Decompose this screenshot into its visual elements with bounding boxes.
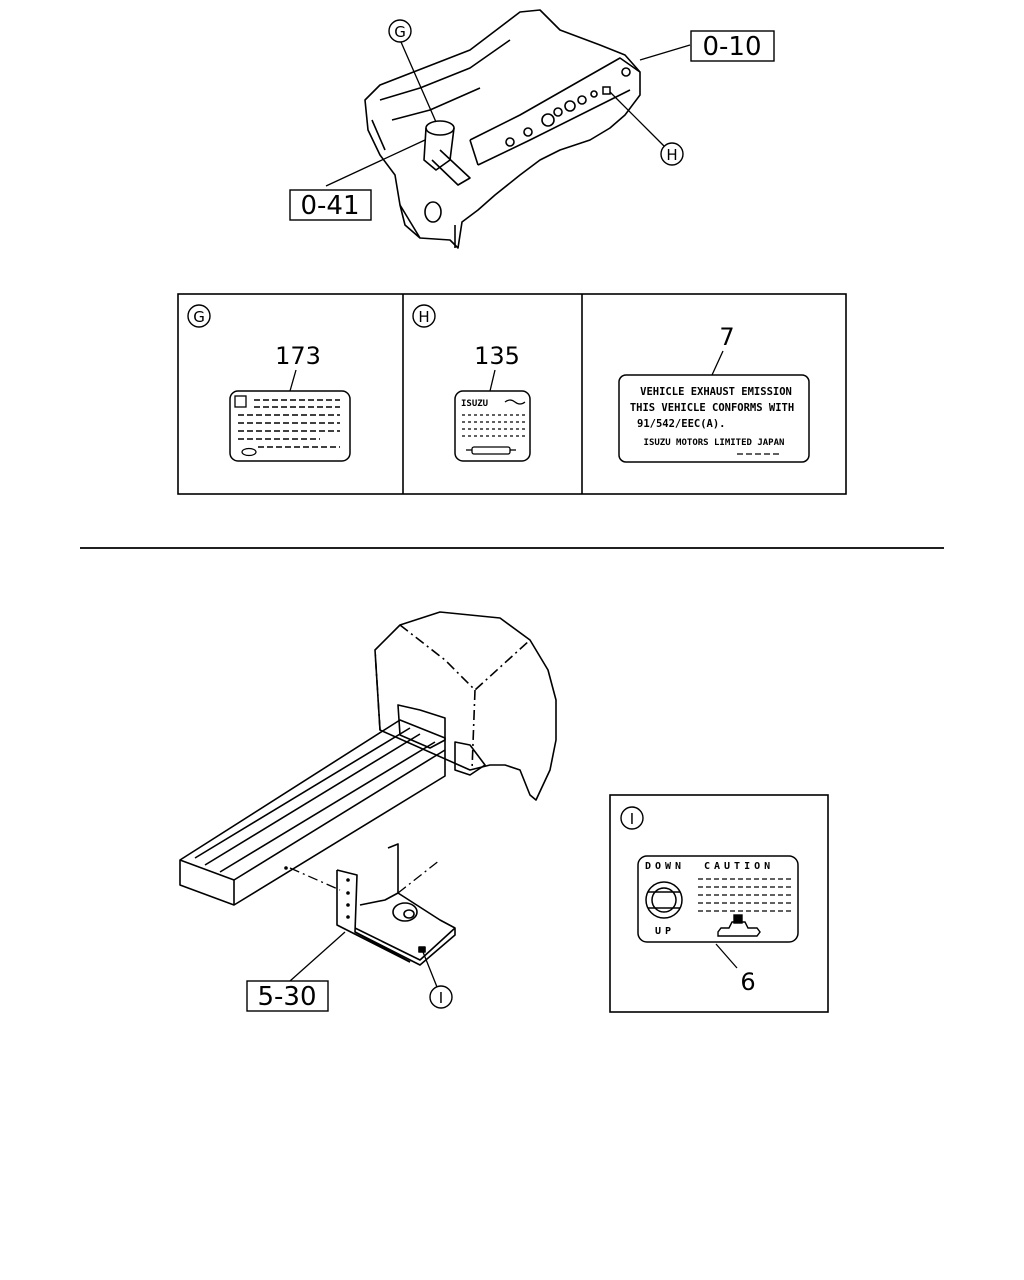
emission-line-1: VEHICLE EXHAUST EMISSION [640, 386, 792, 398]
top-leader-lines [325, 41, 691, 187]
cab-frame-illustration [179, 611, 557, 966]
caution-title-text: CAUTION [704, 861, 774, 872]
callout-h-top-label: H [666, 146, 677, 164]
caution-up-text: UP [655, 926, 675, 937]
engine-illustration [364, 9, 641, 249]
label-location-h-marker [602, 86, 611, 95]
label-table [177, 293, 847, 495]
callout-g-top: G [388, 19, 412, 43]
caution-label-plate [637, 855, 799, 943]
callout-i-bottom: I [429, 985, 453, 1009]
panel-emission: 7 VEHICLE EXHAUST EMISSION THIS VEHICLE … [618, 323, 810, 463]
emission-label-plate [618, 374, 810, 463]
ref-box-0-10-label: 0-10 [702, 32, 761, 62]
emission-line-2: THIS VEHICLE CONFORMS WITH [630, 402, 794, 414]
bracket-bolt-holes [284, 866, 350, 919]
bottom-dash-lines [289, 859, 441, 894]
ref-box-0-10[interactable]: 0-10 [690, 30, 775, 62]
panel-h-part-number: 135 [474, 342, 520, 370]
panel-emission-part-number: 7 [719, 323, 734, 351]
panel-h-marker: H [418, 308, 429, 326]
panel-g: G 173 [187, 304, 351, 462]
panel-i: I DOWN CAUTION UP 6 [609, 794, 829, 1013]
rotate-arrow-icon [645, 881, 683, 919]
panel-g-part-number: 173 [275, 342, 321, 370]
ref-box-0-41-label: 0-41 [300, 191, 359, 221]
ref-box-5-30[interactable]: 5-30 [246, 980, 329, 1012]
emission-line-4: ISUZU MOTORS LIMITED JAPAN [644, 438, 785, 448]
label-173-plate [229, 390, 351, 462]
emission-line-3: 91/542/EEC(A). [637, 418, 726, 430]
ref-box-0-41[interactable]: 0-41 [289, 189, 372, 221]
ref-box-5-30-label: 5-30 [257, 982, 316, 1012]
panel-i-part-number: 6 [740, 968, 755, 996]
panel-i-marker: I [630, 810, 634, 828]
panel-g-marker: G [193, 308, 205, 326]
label-135-plate [454, 390, 531, 462]
caution-down-text: DOWN [645, 861, 685, 872]
label-135-text-lines [462, 414, 525, 437]
panel-h: H 135 ISUZU [412, 304, 531, 462]
label-135-brand: ISUZU [461, 399, 488, 409]
label-173-text-lines [238, 399, 340, 448]
callout-g-top-label: G [394, 23, 406, 41]
callout-i-bottom-label: I [439, 989, 443, 1007]
bottom-leader-lines [289, 931, 438, 988]
callout-h-top: H [660, 142, 684, 166]
tilt-lever-icon [717, 914, 761, 937]
